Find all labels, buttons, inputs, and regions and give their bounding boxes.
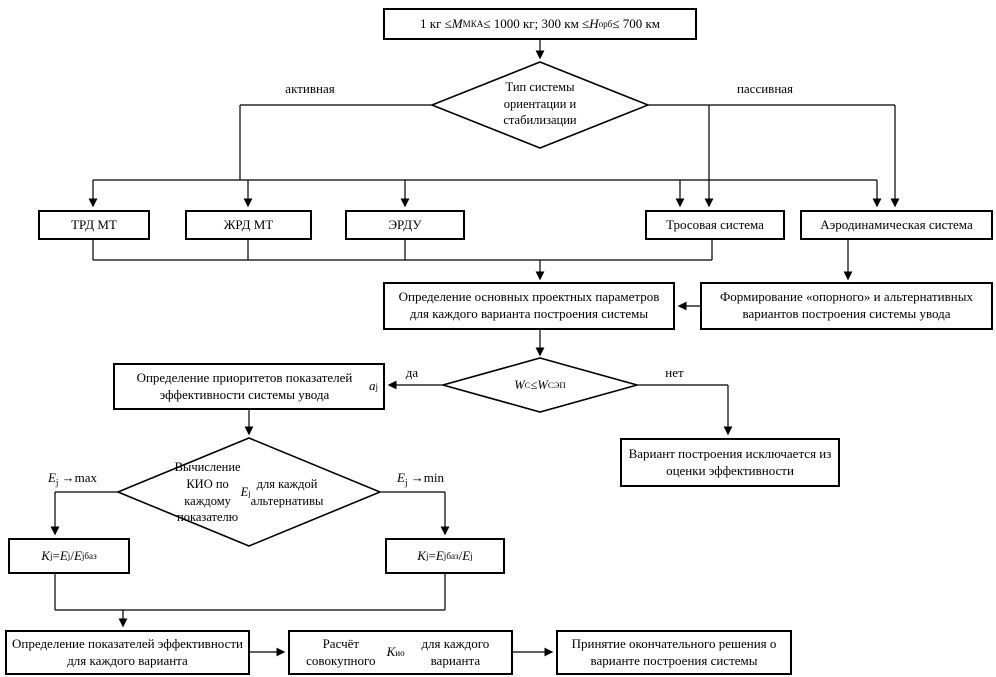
- decision-orientation-label: Тип системы ориентации и стабилизации: [503, 79, 577, 128]
- option-aerodynamic-box: Аэродинамическая система: [800, 210, 993, 240]
- branch-active-label: активная: [285, 81, 335, 96]
- option-trd-box: ТРД МТ: [38, 210, 150, 240]
- define-parameters-box: Определение основных проектных параметро…: [383, 282, 675, 330]
- yes-label: да: [405, 365, 419, 380]
- final-decision-box: Принятие окончательного решения о вариан…: [556, 630, 792, 675]
- decision-w-diamond: [440, 357, 640, 413]
- effectiveness-indicators-box: Определение показателей эффективности дл…: [5, 630, 250, 675]
- forming-variants-box: Формирование «опорного» и альтернативных…: [700, 282, 993, 330]
- option-erdu-box: ЭРДУ: [345, 210, 465, 240]
- ej-min-label: Ej →min: [397, 470, 444, 488]
- decision-orientation-diamond: [429, 61, 651, 149]
- option-tether-box: Тросовая система: [645, 210, 785, 240]
- branch-passive-label: пассивная: [736, 81, 794, 96]
- ej-max-label: Ej →max: [47, 470, 98, 488]
- priorities-box: Определение приоритетов показателей эффе…: [113, 363, 385, 410]
- decision-kio-diamond: [115, 437, 383, 547]
- option-zhrd-box: ЖРД МТ: [185, 210, 312, 240]
- no-label: нет: [665, 365, 684, 380]
- variant-excluded-box: Вариант построения исключается из оценки…: [620, 438, 840, 487]
